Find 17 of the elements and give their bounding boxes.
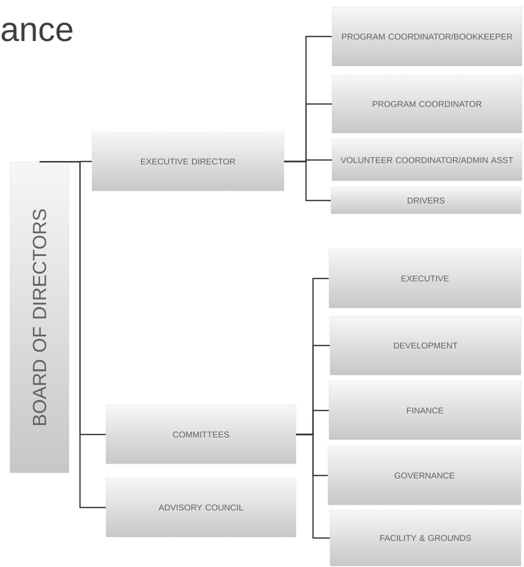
title: ance [2, 22, 72, 42]
connector [284, 160, 331, 202]
org-box: DEVELOPMENT [330, 316, 522, 376]
org-box: VOLUNTEER COORDINATOR/ADMIN ASST [332, 138, 522, 182]
org-box: ADVISORY COUNCIL [106, 478, 296, 538]
org-box: EXECUTIVE DIRECTOR [92, 132, 284, 192]
connector [40, 161, 106, 508]
org-box: GOVERNANCE [328, 446, 522, 506]
org-box: EXECUTIVE [328, 248, 522, 308]
org-box: DRIVERS [330, 186, 522, 214]
org-box: COMMITTEES [106, 404, 296, 464]
org-box: PROGRAM COORDINATOR [332, 74, 522, 134]
connector [296, 434, 330, 539]
org-box: FINANCE [328, 380, 522, 440]
org-box: FACILITY & GROUNDS [330, 510, 522, 566]
org-box: BOARD OF DIRECTORS [10, 162, 70, 474]
org-box: PROGRAM COORDINATOR/BOOKKEEPER [332, 6, 522, 66]
